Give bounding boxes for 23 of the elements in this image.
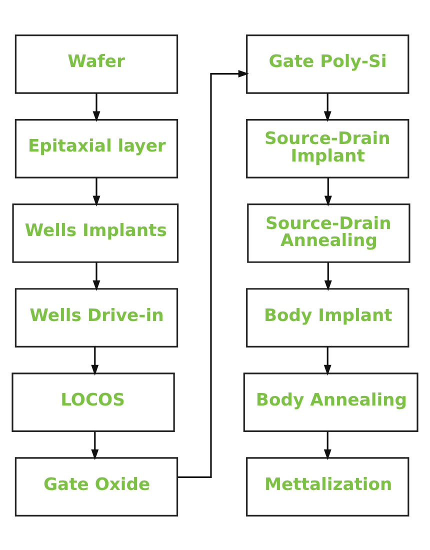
arrow xyxy=(324,92,332,122)
arrow xyxy=(92,177,100,206)
node-box: Wafer xyxy=(14,34,178,94)
node-box: Gate Oxide xyxy=(14,456,178,516)
node-box: Body Implant xyxy=(246,288,410,347)
node-box: Body Annealing xyxy=(243,372,418,432)
arrow xyxy=(324,262,332,291)
node-box: Wells Drive-in xyxy=(14,288,178,347)
node-box: Gate Poly-Si xyxy=(246,34,410,94)
node-box: Source-Drain Implant xyxy=(246,118,410,178)
arrow xyxy=(92,262,100,291)
node-box: Wells Implants xyxy=(12,203,179,262)
arrow xyxy=(91,430,99,460)
arrow xyxy=(324,430,332,460)
arrow xyxy=(178,70,250,478)
node-box: Source-Drain Annealing xyxy=(247,203,410,262)
arrow xyxy=(324,346,332,376)
arrow xyxy=(91,346,99,376)
node-box: LOCOS xyxy=(12,372,175,432)
arrow xyxy=(324,177,332,206)
node-box: Mettalization xyxy=(246,456,410,516)
node-box: Epitaxial layer xyxy=(14,118,178,178)
arrow xyxy=(92,92,100,122)
